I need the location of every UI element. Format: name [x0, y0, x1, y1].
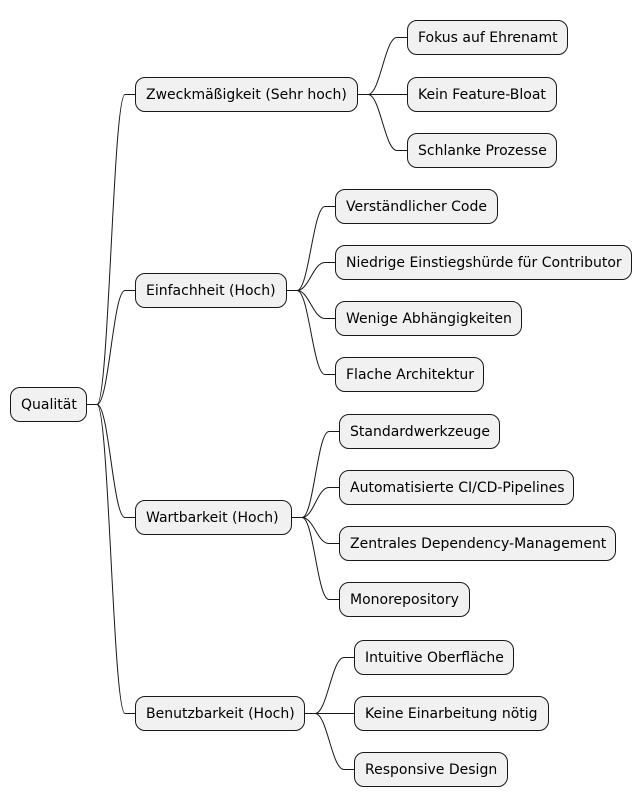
branch-node-benutzbarkeit: Benutzbarkeit (Hoch): [135, 696, 305, 731]
connector-line: [287, 290, 335, 375]
leaf-node: Kein Feature-Bloat: [407, 77, 557, 112]
connector-line: [87, 290, 135, 405]
connector-line: [292, 517, 339, 544]
leaf-node: Fokus auf Ehrenamt: [407, 20, 568, 55]
connector-line: [305, 713, 354, 770]
connector-line: [287, 262, 335, 291]
leaf-node: Wenige Abhängigkeiten: [335, 301, 522, 336]
leaf-label: Standardwerkzeuge: [350, 423, 490, 440]
connector-line: [87, 404, 135, 714]
leaf-node: Responsive Design: [354, 752, 508, 787]
connector-line: [287, 290, 335, 319]
connector-line: [287, 206, 335, 291]
branch-label: Benutzbarkeit (Hoch): [146, 705, 295, 722]
leaf-label: Zentrales Dependency-Management: [350, 535, 607, 552]
leaf-label: Verständlicher Code: [346, 198, 487, 215]
branch-label: Wartbarkeit (Hoch): [146, 509, 279, 526]
root-node: Qualität: [10, 387, 87, 422]
leaf-node: Verständlicher Code: [335, 189, 498, 224]
branch-node-einfachheit: Einfachheit (Hoch): [135, 273, 287, 308]
connector-line: [87, 94, 135, 405]
leaf-label: Responsive Design: [365, 761, 498, 778]
leaf-label: Wenige Abhängigkeiten: [346, 310, 512, 327]
connector-line: [292, 431, 339, 518]
leaf-label: Schlanke Prozesse: [418, 142, 547, 159]
leaf-node: Zentrales Dependency-Management: [339, 526, 616, 561]
leaf-node: Intuitive Oberfläche: [354, 640, 514, 675]
leaf-label: Intuitive Oberfläche: [365, 649, 504, 666]
connector-line: [305, 657, 354, 714]
leaf-node: Standardwerkzeuge: [339, 414, 500, 449]
leaf-node: Keine Einarbeitung nötig: [354, 696, 549, 731]
leaf-node: Automatisierte CI/CD-Pipelines: [339, 470, 574, 505]
branch-node-zweckmaessigkeit: Zweckmäßigkeit (Sehr hoch): [135, 77, 358, 112]
leaf-label: Kein Feature-Bloat: [418, 86, 546, 103]
connector-line: [358, 94, 407, 151]
branch-label: Einfachheit (Hoch): [146, 282, 276, 299]
leaf-label: Monorepository: [350, 591, 459, 608]
leaf-node: Monorepository: [339, 582, 470, 617]
leaf-label: Flache Architektur: [346, 366, 474, 383]
connector-line: [358, 37, 407, 95]
connector-line: [87, 404, 135, 518]
leaf-label: Keine Einarbeitung nötig: [365, 705, 538, 722]
leaf-label: Fokus auf Ehrenamt: [418, 29, 558, 46]
connector-line: [292, 487, 339, 518]
branch-node-wartbarkeit: Wartbarkeit (Hoch): [135, 500, 292, 535]
leaf-label: Automatisierte CI/CD-Pipelines: [350, 479, 565, 496]
leaf-label: Niedrige Einstiegshürde für Contributor: [346, 254, 622, 271]
branch-label: Zweckmäßigkeit (Sehr hoch): [146, 86, 347, 103]
leaf-node: Schlanke Prozesse: [407, 133, 557, 168]
leaf-node: Niedrige Einstiegshürde für Contributor: [335, 245, 632, 280]
leaf-node: Flache Architektur: [335, 357, 484, 392]
root-node-label: Qualität: [21, 396, 77, 413]
connector-line: [292, 517, 339, 600]
